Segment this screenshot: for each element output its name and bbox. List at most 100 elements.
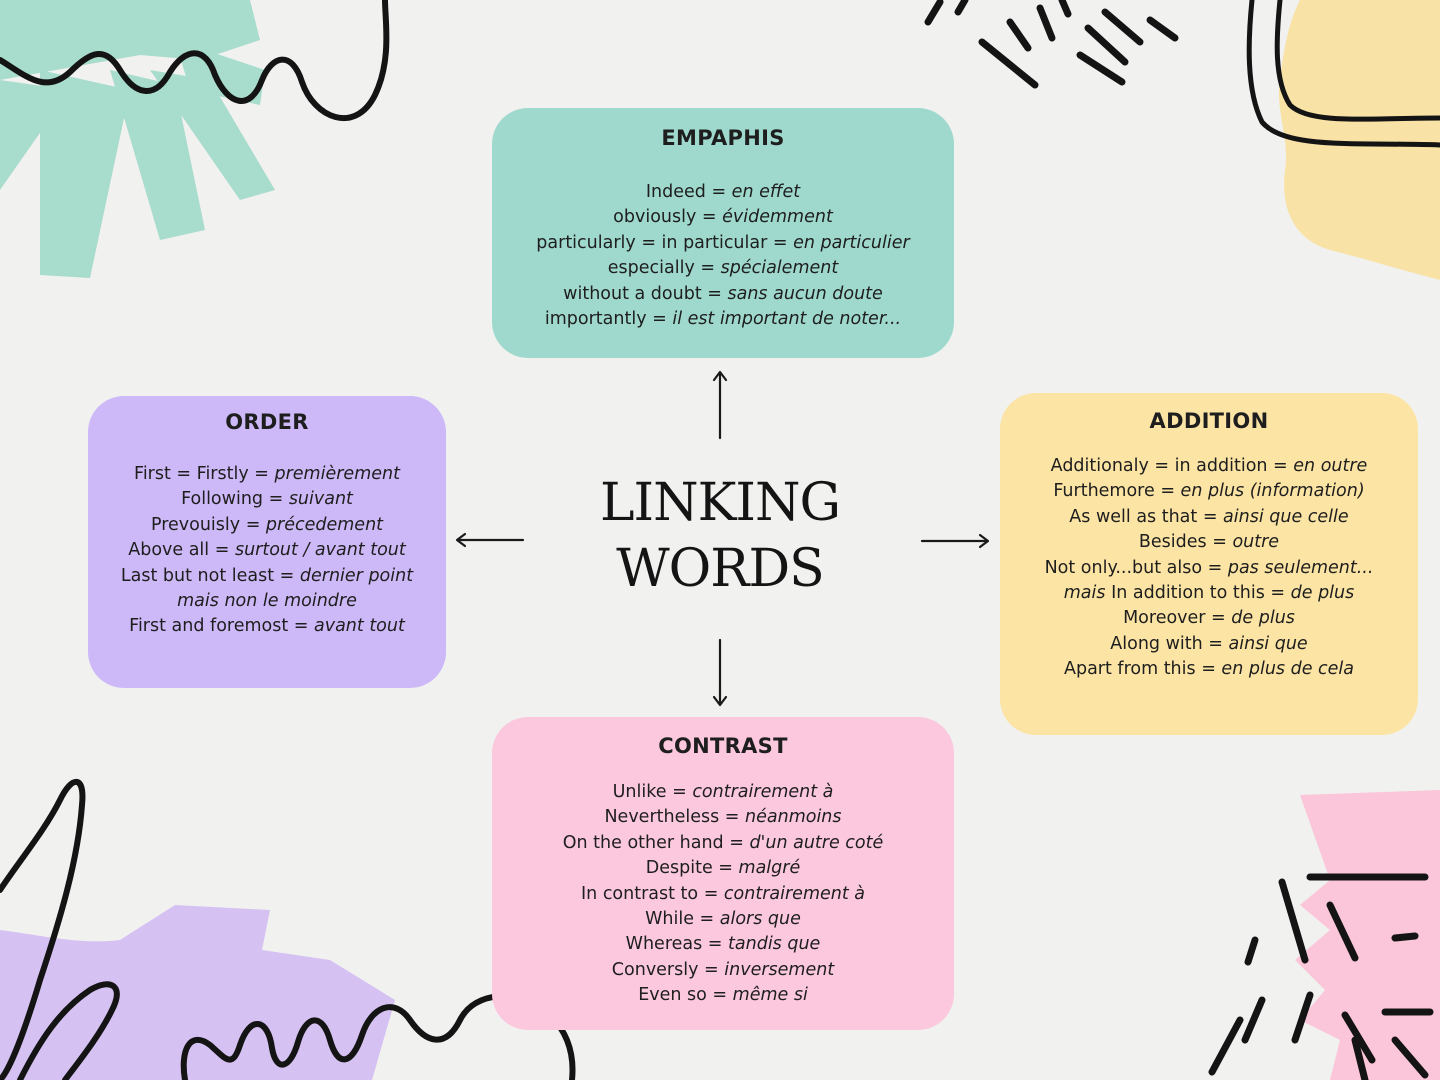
french-translation: en plus (information) [1180,481,1365,502]
french-translation: en particulier [793,232,910,253]
linking-word-entry: While = alors que [492,907,954,932]
linking-word-entry: especially = spécialement [492,256,954,281]
category-box-addition: ADDITION Additionaly = in addition = en … [1000,393,1418,735]
english-term: Besides = [1138,532,1233,553]
english-term: While = [645,909,720,930]
french-translation: premièrement [274,464,400,484]
french-translation: en effet [731,182,801,202]
french-translation: contrairement à [723,883,865,904]
english-term: Above all = [128,540,235,561]
french-translation: alors que [719,909,801,930]
linking-word-entry: First = Firstly = premièrement [88,462,446,487]
linking-word-entry: Additionaly = in addition = en outre [1000,454,1418,479]
category-heading: EMPAPHIS [661,126,785,150]
pink-blob-bottom-right [1295,790,1440,1080]
linking-word-entry: First and foremost = avant tout [88,614,446,639]
english-term: Nevertheless = [604,807,746,828]
english-term: Despite = [645,858,739,879]
french-translation: surtout / avant tout [234,540,406,561]
linking-word-entry: Following = suivant [88,487,446,512]
french-translation: ainsi que celle [1223,506,1349,527]
french-translation: inversement [724,959,835,980]
english-term: Last but not least = [120,565,300,586]
english-term: Whereas = [625,934,729,955]
teal-burst-shape [0,0,275,278]
french-translation: dernier point mais non le moindre [177,565,414,612]
linking-word-entry: Along with = ainsi que [1000,632,1418,657]
linking-word-entry: Despite = malgré [492,856,954,881]
french-translation: de plus [1231,608,1295,629]
french-translation: en plus de cela [1221,659,1354,680]
english-term: In addition to this = [1105,583,1291,604]
english-term: First and foremost = [129,616,314,637]
english-term: Additionaly = in addition = [1050,456,1294,476]
leaf-stroke-bottom-left [17,981,120,1080]
diagram-title: LINKING WORDS [560,470,880,602]
english-term: Furthemore = [1053,481,1181,502]
english-term: In contrast to = [581,883,724,904]
outline-top-right-inner [1274,0,1440,122]
linking-word-entry: As well as that = ainsi que celle [1000,505,1418,530]
english-term: Not only...but also = [1044,557,1228,578]
linking-word-entry: Nevertheless = néanmoins [492,805,954,830]
category-heading: ORDER [225,410,309,434]
french-translation: tandis que [728,934,821,955]
french-translation: spécialement [720,258,839,279]
french-translation: en outre [1293,456,1368,476]
french-translation: ainsi que [1228,633,1308,654]
french-translation: suivant [288,489,353,510]
category-heading: ADDITION [1149,409,1269,433]
yellow-blob-top-right [1278,0,1440,280]
french-translation: même si [732,985,808,1006]
french-translation: malgré [738,858,801,879]
english-term: As well as that = [1069,506,1224,527]
outline-top-right [1246,0,1440,148]
french-translation: d'un autre coté [749,832,884,853]
french-translation: précedement [265,514,384,535]
english-term: importantly = [544,309,673,330]
linking-word-entry: importantly = il est important de noter.… [492,307,954,332]
linking-word-entry: Conversly = inversement [492,958,954,983]
english-term: First = Firstly = [134,464,275,484]
linking-word-entry: Unlike = contrairement à [492,780,954,805]
linking-word-entry: In contrast to = contrairement à [492,882,954,907]
linking-word-entry: Furthemore = en plus (information) [1000,479,1418,504]
english-term: On the other hand = [562,832,750,853]
french-translation: mais [1063,583,1106,604]
linking-word-entry: Apart from this = en plus de cela [1000,657,1418,682]
dash-strokes-bottom-right [1208,873,1434,1080]
english-term: Following = [181,489,289,510]
english-term: Unlike = [612,782,693,802]
linking-word-entry: particularly = in particular = en partic… [492,231,954,256]
linking-word-entry: without a doubt = sans aucun doute [492,282,954,307]
french-translation: contrairement à [692,782,834,802]
linking-word-entry: obviously = évidemment [492,205,954,230]
english-term: Moreover = [1123,608,1232,629]
french-translation: sans aucun doute [727,283,883,304]
french-translation: il est important de noter... [672,309,902,330]
english-term: Indeed = [645,182,732,202]
linking-word-entry: Whereas = tandis que [492,932,954,957]
linking-word-entry: Indeed = en effet [492,180,954,205]
french-translation: avant tout [314,616,405,637]
linking-word-entry: On the other hand = d'un autre coté [492,831,954,856]
wavy-line-top-left [0,0,390,122]
english-term: without a doubt = [563,283,728,304]
linking-word-entry: Above all = surtout / avant tout [88,538,446,563]
linking-word-entry: Last but not least = dernier point mais … [88,564,446,615]
linking-word-entry: Prevouisly = précedement [88,513,446,538]
category-heading: CONTRAST [658,734,788,758]
dash-strokes-top [924,0,1179,89]
english-term: Conversly = [611,959,725,980]
english-term: particularly = in particular = [536,232,794,253]
english-term: Prevouisly = [150,514,266,535]
linking-word-entry: Moreover = de plus [1000,606,1418,631]
french-translation: de plus [1290,583,1355,604]
